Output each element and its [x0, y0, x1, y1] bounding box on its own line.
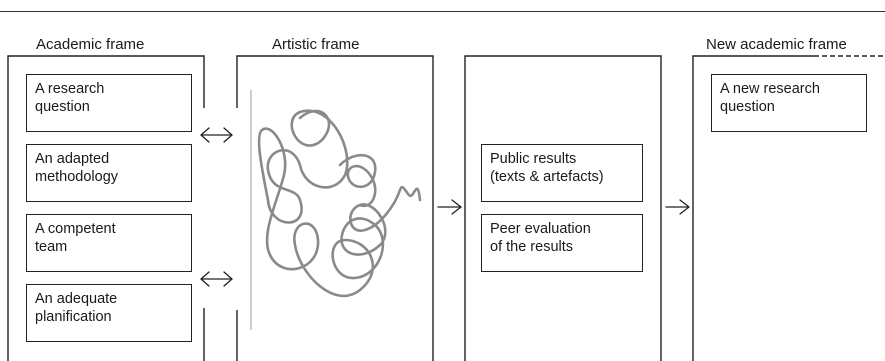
top-divider — [0, 11, 885, 12]
new-academic-item-research-question: A new research question — [711, 74, 867, 132]
academic-item-planification: An adequate planification — [26, 284, 192, 342]
forward-arrow-to-new-academic — [665, 199, 690, 215]
academic-frame-title: Academic frame — [36, 36, 145, 53]
new-academic-item-line1: A new research — [720, 81, 820, 97]
academic-item-team: A competent team — [26, 214, 192, 272]
academic-item-line2: question — [35, 99, 90, 115]
artistic-frame-outline — [236, 55, 434, 361]
new-academic-frame-title: New academic frame — [706, 36, 847, 53]
results-item-line1: Public results — [490, 151, 577, 167]
academic-item-line2: team — [35, 239, 68, 255]
results-item-public-results: Public results (texts & artefacts) — [481, 144, 643, 202]
bidirectional-arrow-bottom — [200, 271, 233, 287]
results-item-line1: Peer evaluation — [490, 221, 591, 237]
academic-item-research-question: A research question — [26, 74, 192, 132]
forward-arrow-to-results — [437, 199, 462, 215]
academic-item-line1: A research — [35, 81, 105, 97]
academic-item-line2: planification — [35, 309, 112, 325]
academic-item-line1: An adapted — [35, 151, 110, 167]
new-academic-item-line2: question — [720, 99, 775, 115]
academic-item-methodology: An adapted methodology — [26, 144, 192, 202]
academic-item-line1: A competent — [35, 221, 116, 237]
results-item-line2: of the results — [490, 239, 574, 255]
results-item-line2: (texts & artefacts) — [490, 169, 604, 185]
results-frame-outline — [464, 55, 662, 361]
academic-item-line2: methodology — [35, 169, 119, 185]
bidirectional-arrow-top — [200, 127, 233, 143]
academic-frame-outline — [7, 55, 205, 361]
artistic-frame-title: Artistic frame — [272, 36, 360, 53]
new-academic-frame-outline — [692, 55, 814, 361]
academic-item-line1: An adequate — [35, 291, 118, 307]
artistic-scribble — [257, 109, 422, 298]
results-item-peer-evaluation: Peer evaluation of the results — [481, 214, 643, 272]
